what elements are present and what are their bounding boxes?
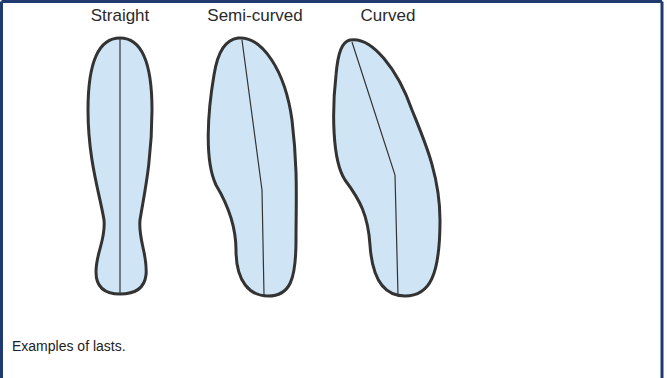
last-type-label: Curved xyxy=(361,6,416,26)
semi-curved-last xyxy=(208,38,296,296)
last-type-label: Straight xyxy=(91,6,150,26)
curved-last xyxy=(334,40,440,296)
figure-caption: Examples of lasts. xyxy=(12,338,126,354)
last-type-label: Semi-curved xyxy=(207,6,302,26)
straight-last xyxy=(88,38,152,294)
